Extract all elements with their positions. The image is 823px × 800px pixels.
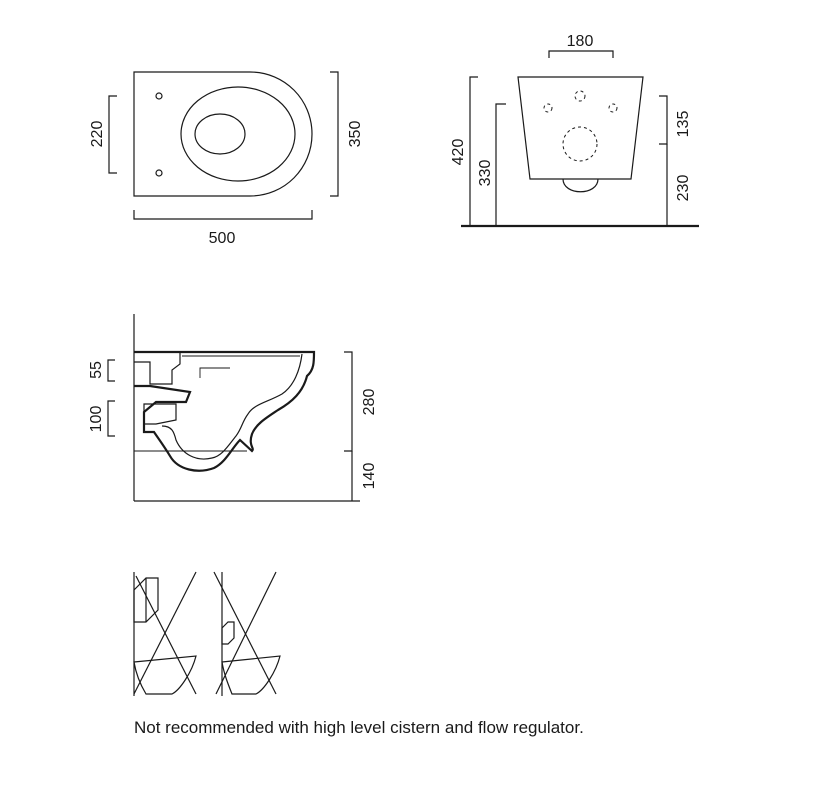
dim-line-55 — [107, 359, 115, 382]
front-view: 180 420 330 135 230 — [450, 33, 699, 228]
trapway-mark — [199, 367, 230, 378]
dim-line-100 — [107, 400, 115, 437]
dim-label-140: 140 — [361, 463, 378, 490]
bowl-rim — [180, 86, 296, 182]
fixing-hole-right — [608, 103, 618, 113]
dim-line-220 — [108, 95, 117, 174]
dim-label-330: 330 — [477, 160, 494, 187]
dim-label-100: 100 — [88, 406, 105, 433]
bowl-outline-top — [133, 71, 313, 197]
outlet-profile — [143, 403, 177, 425]
high-level-cistern-crossed-icon — [133, 571, 197, 696]
fixing-hole-upper — [155, 92, 163, 100]
dim-label-135: 135 — [675, 111, 692, 138]
dim-label-55: 55 — [88, 361, 105, 379]
dim-line-420 — [469, 76, 478, 226]
dim-label-500: 500 — [209, 230, 236, 247]
dim-line-350 — [330, 71, 339, 197]
bowl-profile-outer — [134, 350, 316, 472]
fixing-hole-left — [543, 103, 553, 113]
dim-label-280: 280 — [361, 389, 378, 416]
dim-label-180: 180 — [567, 33, 594, 50]
fixing-hole-lower — [155, 169, 163, 177]
inlet-profile — [134, 351, 181, 385]
dim-line-330 — [495, 103, 506, 226]
dim-label-420: 420 — [450, 139, 467, 166]
dim-label-350: 350 — [347, 121, 364, 148]
regulator-shape — [221, 621, 235, 645]
dim-line-280 — [344, 351, 353, 452]
cross-line-2a — [213, 571, 277, 695]
dim-label-230: 230 — [675, 175, 692, 202]
dim-line-500 — [133, 210, 313, 220]
dim-line-135 — [659, 95, 668, 145]
top-view: 220 350 500 — [89, 71, 364, 247]
cistern-shape-1 — [133, 577, 159, 623]
flow-regulator-crossed-icon — [213, 571, 281, 696]
bowl-profile-inner — [161, 353, 303, 460]
pan-front-outline — [517, 76, 644, 180]
footnote-text: Not recommended with high level cistern … — [134, 718, 584, 737]
side-view: 55 100 280 140 — [88, 314, 378, 502]
cross-line-1a — [135, 575, 197, 695]
cross-line-2b — [215, 571, 277, 695]
dim-label-220: 220 — [89, 121, 106, 148]
inlet-hole — [574, 90, 586, 102]
pan-shape-1 — [133, 655, 197, 695]
dim-line-180 — [548, 50, 614, 58]
cross-line-1b — [133, 571, 197, 695]
pan-shape-2 — [221, 655, 281, 695]
outlet-circle — [562, 126, 598, 162]
bowl-opening — [194, 113, 246, 155]
pan-outlet — [562, 178, 599, 193]
